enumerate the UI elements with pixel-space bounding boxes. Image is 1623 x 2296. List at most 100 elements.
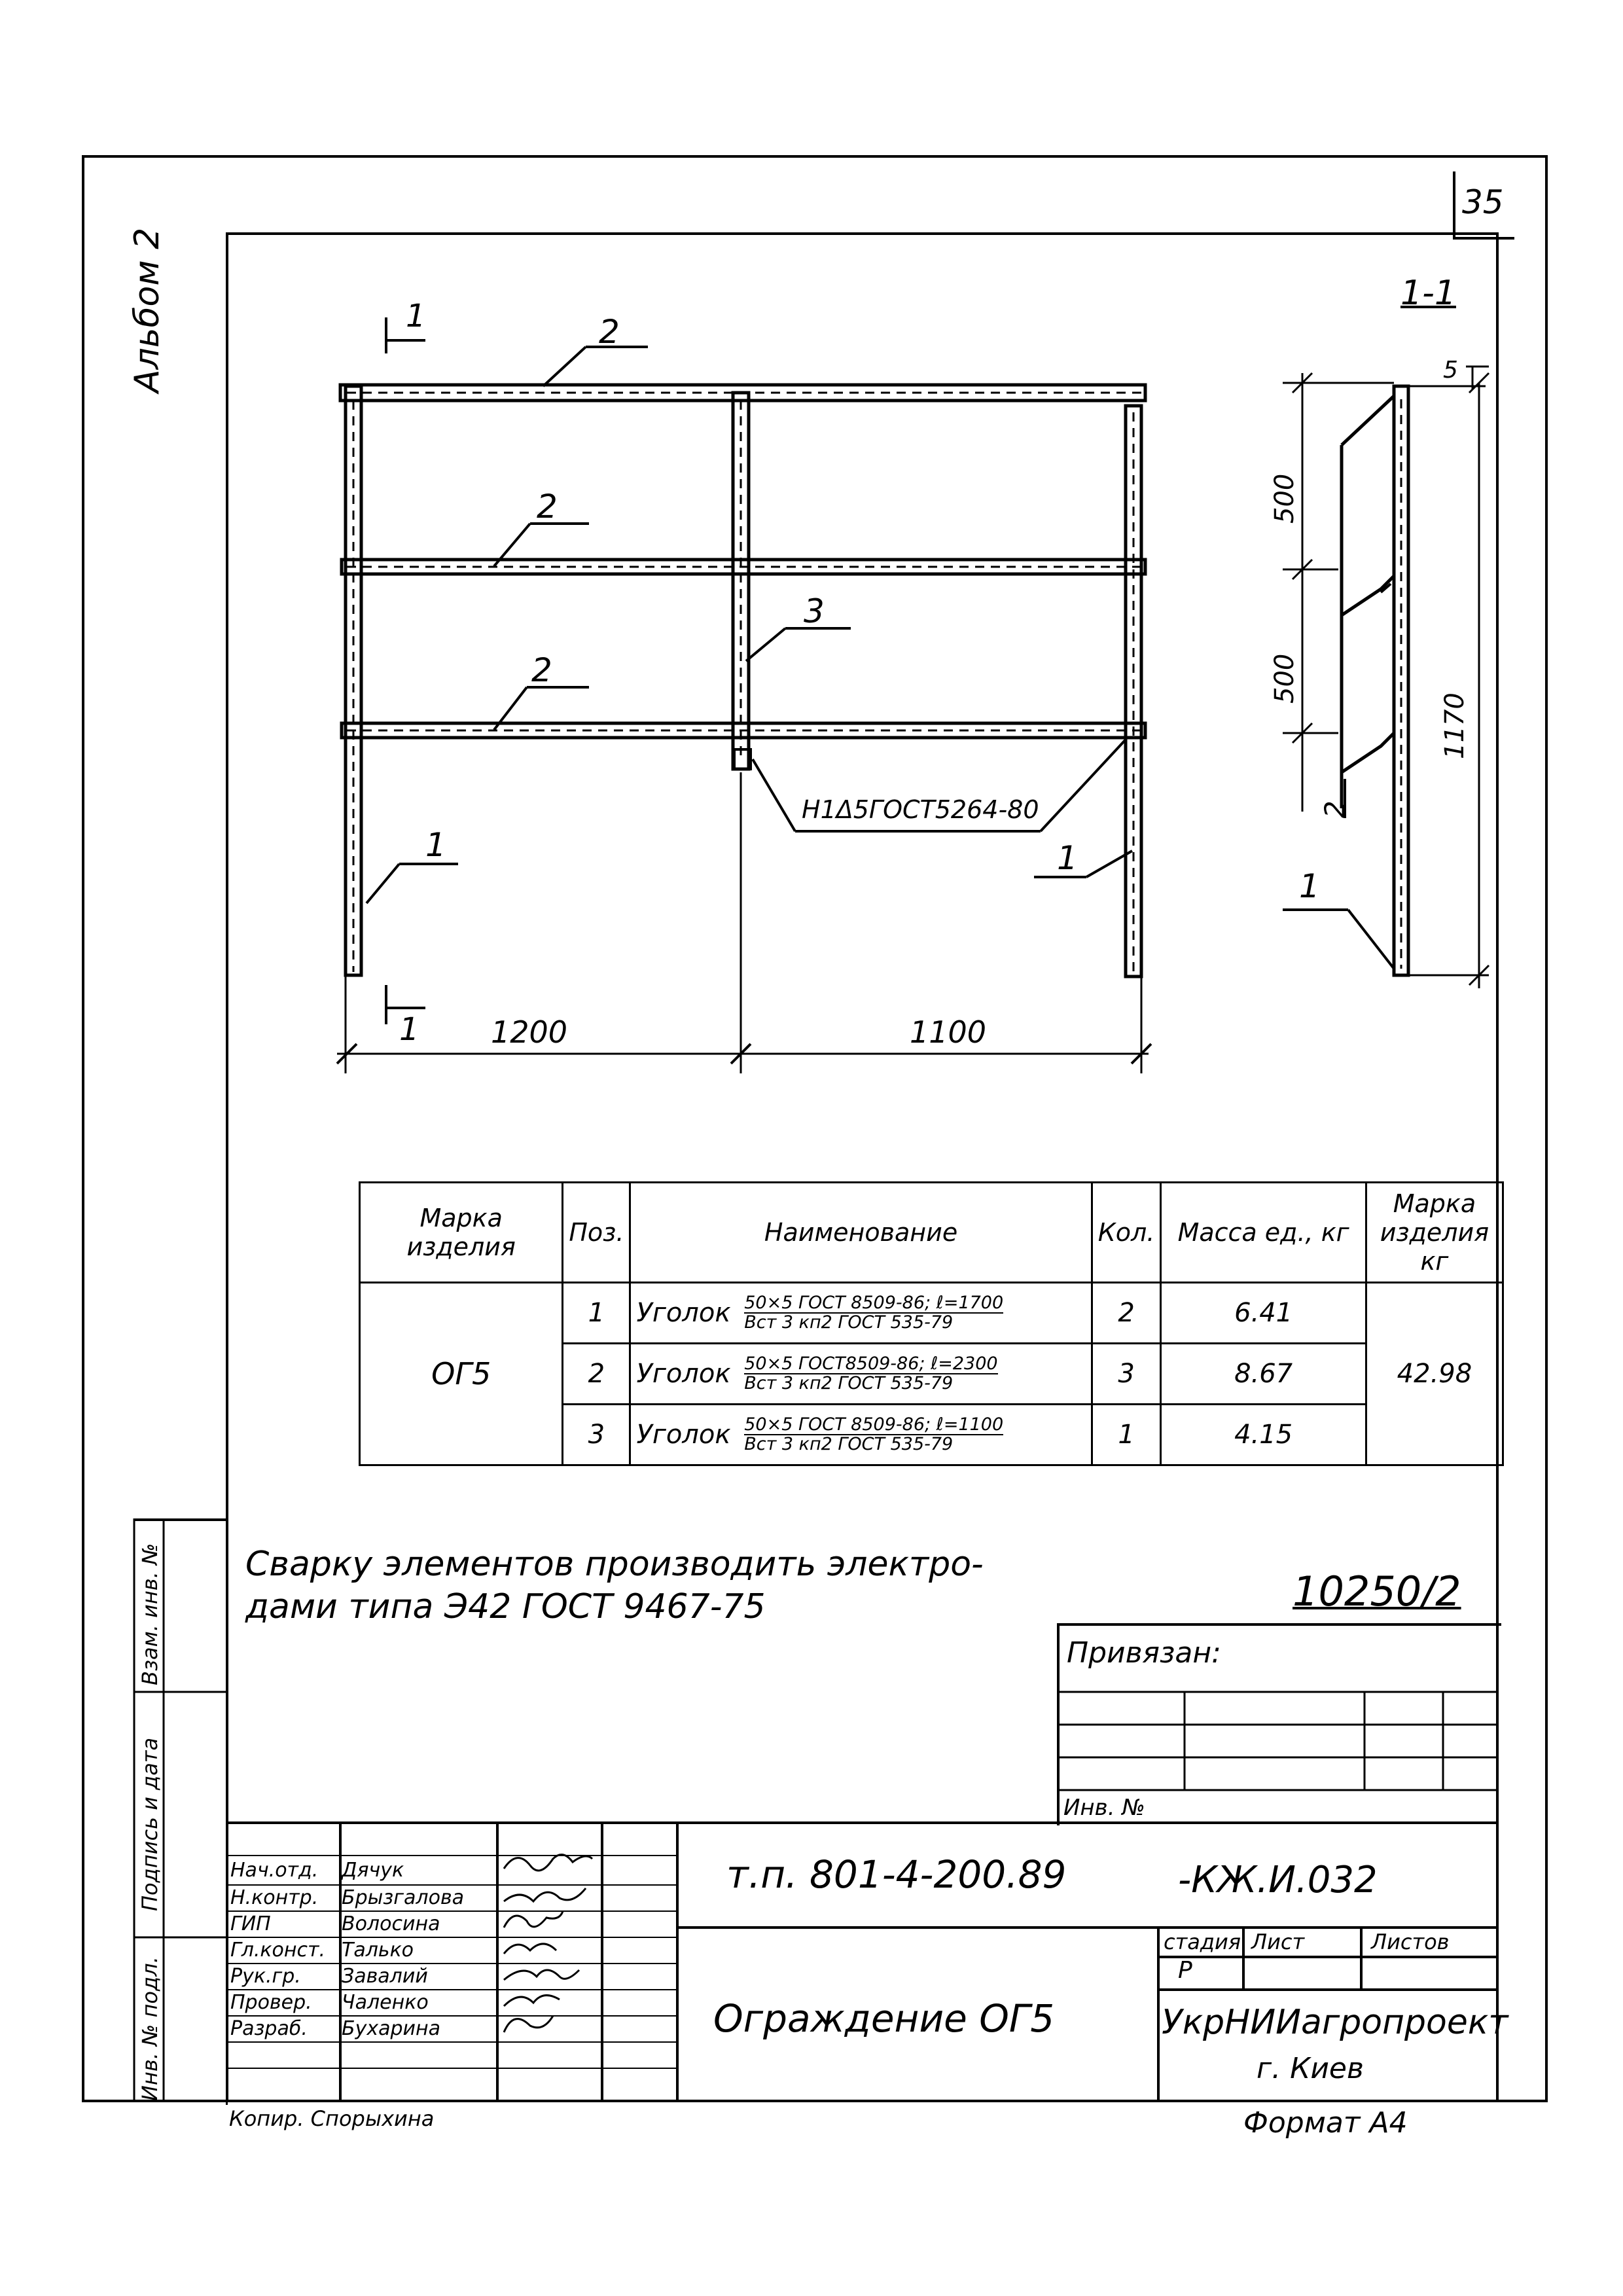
doc-title: Ограждение ОГ5 <box>713 1996 1055 2041</box>
row-spec: 50×5 ГОСТ 8509-86; ℓ=1100 Вст 3 кп2 ГОСТ… <box>744 1414 1004 1454</box>
row-mass: 6.41 <box>1160 1282 1367 1344</box>
doc-suffix: -КЖ.И.032 <box>1178 1859 1378 1901</box>
row-spec-top: 50×5 ГОСТ 8509-86; ℓ=1700 <box>744 1293 1004 1314</box>
stage-value: Р <box>1178 1957 1192 1984</box>
table-row: 3 Уголок 50×5 ГОСТ 8509-86; ℓ=1100 Вст 3… <box>360 1403 1503 1466</box>
role-row: Н.контр. Брызгалова <box>230 1886 464 1909</box>
role-label: Нач.отд. <box>230 1859 319 1882</box>
dim-1200: 1200 <box>491 1014 568 1050</box>
sheet-number-box <box>1453 171 1514 240</box>
role-row: ГИП Волосина <box>230 1912 440 1935</box>
row-qty: 1 <box>1090 1403 1162 1466</box>
role-label: Провер. <box>230 1991 312 2014</box>
mid-rail-1 <box>340 558 1147 576</box>
role-label: ГИП <box>230 1912 271 1935</box>
role-label: Н.контр. <box>230 1886 319 1909</box>
format-label: Формат А4 <box>1243 2106 1408 2140</box>
role-person: Брызгалова <box>342 1886 465 1909</box>
stage-label: стадия <box>1164 1929 1241 1954</box>
row-spec-top: 50×5 ГОСТ 8509-86; ℓ=1100 <box>744 1414 1004 1435</box>
top-rail <box>338 383 1147 403</box>
sheet-label: Лист <box>1251 1929 1305 1954</box>
side-strip <box>134 1518 228 2105</box>
pos-label-right-post: 1 <box>1057 839 1078 877</box>
role-row: Разраб. Бухарина <box>230 2017 440 2040</box>
weld-note: Н1Δ5ГОСТ5264-80 <box>802 795 1039 824</box>
role-row: Гл.конст. Талько <box>230 1939 414 1962</box>
table-row: 2 Уголок 50×5 ГОСТ8509-86; ℓ=2300 Вст 3 … <box>360 1342 1503 1405</box>
header-name: Наименование <box>629 1181 1093 1283</box>
binding-number: 10250/2 <box>1293 1568 1461 1615</box>
role-row: Провер. Чаленко <box>230 1991 429 2014</box>
role-person: Волосина <box>342 1912 440 1935</box>
row-spec: 50×5 ГОСТ8509-86; ℓ=2300 Вст 3 кп2 ГОСТ … <box>744 1354 998 1393</box>
outer-frame <box>82 155 1548 2102</box>
row-pos: 1 <box>562 1282 632 1344</box>
right-post <box>1124 404 1143 978</box>
row-name: Уголок 50×5 ГОСТ8509-86; ℓ=2300 Вст 3 кп… <box>629 1342 1093 1405</box>
role-person: Бухарина <box>342 2017 441 2040</box>
header-mark-mass: Марка изделия кг <box>1364 1181 1505 1283</box>
row-spec-bottom: Вст 3 кп2 ГОСТ 535-79 <box>744 1312 954 1333</box>
table-row: ОГ5 1 Уголок 50×5 ГОСТ 8509-86; ℓ=1700 В… <box>358 1282 1505 1466</box>
role-person: Талько <box>342 1939 414 1962</box>
role-row: Рук.гр.Завалий <box>230 1965 428 1988</box>
row-name: Уголок 50×5 ГОСТ 8509-86; ℓ=1700 Вст 3 к… <box>629 1282 1093 1344</box>
header-mark: Марка изделия <box>358 1181 564 1283</box>
header-mass: Масса ед., кг <box>1160 1181 1367 1283</box>
row-spec-bottom: Вст 3 кп2 ГОСТ 535-79 <box>744 1373 954 1393</box>
org-city: г. Киев <box>1257 2052 1364 2085</box>
row-mass: 8.67 <box>1160 1342 1367 1405</box>
role-label: Гл.конст. <box>230 1939 326 1962</box>
row-pos: 3 <box>562 1403 632 1466</box>
role-person: Завалий <box>342 1965 428 1988</box>
row-spec-top: 50×5 ГОСТ8509-86; ℓ=2300 <box>744 1354 998 1374</box>
inv-number-label: Инв. № <box>1063 1795 1145 1821</box>
role-row: Нач.отд. Дячук <box>230 1859 404 1882</box>
pos-label-top-rail: 2 <box>599 313 620 351</box>
sheet-number: 35 <box>1462 183 1504 221</box>
section-view <box>1340 384 1410 977</box>
pos-label-mid-rail-2: 2 <box>531 651 552 689</box>
row-qty: 3 <box>1090 1342 1162 1405</box>
section-label: 1-1 <box>1400 274 1456 313</box>
sheets-label: Листов <box>1371 1929 1450 1954</box>
pos-label-mid-rail-1: 2 <box>537 488 558 526</box>
row-name: Уголок 50×5 ГОСТ 8509-86; ℓ=1100 Вст 3 к… <box>629 1403 1093 1466</box>
inner-frame <box>226 232 1499 2102</box>
note-line-2: дами типа Э42 ГОСТ 9467-75 <box>245 1587 766 1626</box>
spec-table: Марка изделия Поз. Наименование Кол. Мас… <box>358 1181 1505 1466</box>
pos-label-center-post: 3 <box>804 592 825 630</box>
total-mass: 42.98 <box>1364 1282 1505 1466</box>
cut-label-bottom: 1 <box>399 1011 419 1048</box>
header-pos: Поз. <box>562 1181 632 1283</box>
role-person: Дячук <box>342 1859 404 1882</box>
row-mass: 4.15 <box>1160 1403 1367 1466</box>
spec-header-row: Марка изделия Поз. Наименование Кол. Мас… <box>358 1181 1505 1283</box>
row-name-word: Уголок <box>636 1359 731 1389</box>
row-pos: 2 <box>562 1342 632 1405</box>
role-person: Чаленко <box>342 1991 429 2014</box>
row-name-word: Уголок <box>636 1420 731 1450</box>
product-mark: ОГ5 <box>358 1282 564 1466</box>
copied-by: Копир. Спорыхина <box>229 2106 435 2131</box>
pos-label-left-post: 1 <box>425 826 446 864</box>
doc-code: т.п. 801-4-200.89 <box>726 1852 1067 1897</box>
section-dim-5: 5 <box>1443 357 1458 384</box>
section-pos-1: 1 <box>1299 867 1320 905</box>
role-label: Разраб. <box>230 2017 308 2040</box>
row-spec-bottom: Вст 3 кп2 ГОСТ 535-79 <box>744 1434 954 1454</box>
header-qty: Кол. <box>1090 1181 1162 1283</box>
binding-label: Привязан: <box>1067 1636 1221 1670</box>
note-line-1: Сварку элементов производить электро- <box>245 1545 984 1584</box>
row-name-word: Уголок <box>636 1298 731 1328</box>
row-qty: 2 <box>1090 1282 1162 1344</box>
mid-rail-2 <box>340 721 1147 740</box>
cut-label-top: 1 <box>406 298 426 334</box>
dim-1100: 1100 <box>910 1014 987 1050</box>
row-spec: 50×5 ГОСТ 8509-86; ℓ=1700 Вст 3 кп2 ГОСТ… <box>744 1293 1004 1333</box>
